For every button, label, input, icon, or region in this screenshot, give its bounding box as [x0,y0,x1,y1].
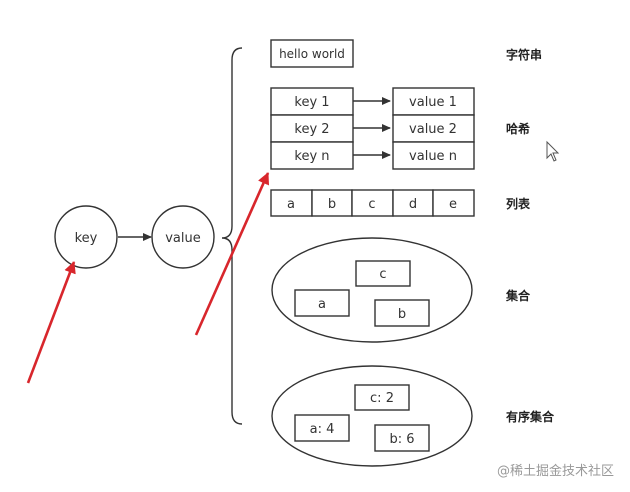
zset-member: a: 4 [310,422,335,437]
watermark: @稀土掘金技术社区 [497,463,614,479]
hash-label: 哈希 [506,121,530,136]
zset-member: b: 6 [389,432,414,447]
value-node-label: value [165,231,201,246]
set-member: b [398,307,406,322]
set-type: c a b [271,237,473,343]
hash-value: value 1 [409,95,457,110]
list-item: d [409,197,417,212]
sorted-set-label: 有序集合 [506,409,555,424]
mouse-cursor-icon [546,140,560,162]
list-item: a [287,197,295,212]
hash-key: key n [294,149,329,164]
list-label: 列表 [506,196,531,211]
list-item: c [368,197,375,212]
set-member: a [318,297,326,312]
hash-value: value 2 [409,122,457,137]
hash-value: value n [409,149,457,164]
set-member: c [379,267,386,282]
hash-row: key n value n [270,141,475,170]
set-label: 集合 [505,288,531,303]
annotation-arrow [194,172,270,336]
zset-member: c: 2 [370,391,394,406]
annotation-arrow [26,261,76,384]
list-item: b [328,197,336,212]
key-node-label: key [75,231,98,246]
string-value: hello world [279,47,345,61]
hash-key: key 2 [294,122,329,137]
hash-row: key 1 value 1 [270,87,475,116]
string-label: 字符串 [506,47,542,62]
sorted-set-type: c: 2 a: 4 b: 6 [271,365,473,467]
value-node: value [151,205,215,269]
hash-type: key 1 value 1 key 2 value 2 key n value … [270,87,475,170]
string-type: hello world [270,39,354,68]
hash-key: key 1 [294,95,329,110]
list-type: a b c d e [270,189,475,217]
key-node: key [54,205,118,269]
hash-row: key 2 value 2 [270,114,475,143]
list-item: e [449,197,457,212]
type-brace [221,47,243,425]
